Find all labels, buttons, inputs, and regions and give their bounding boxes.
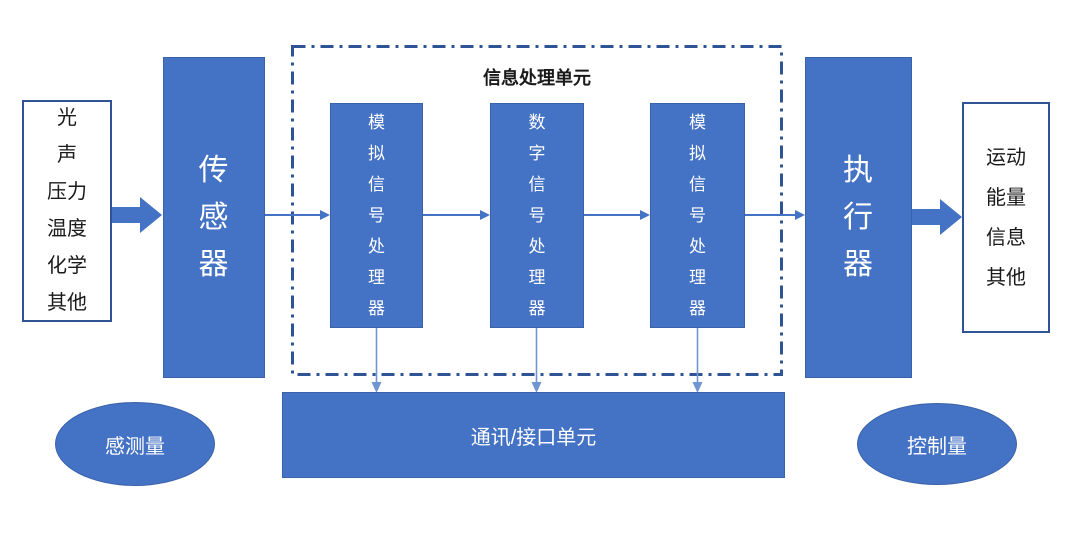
arrow-processor2-to-comm-icon — [530, 328, 543, 393]
communication-interface-box: 通讯/接口单元 — [282, 392, 785, 478]
arrow-processor1-to-comm-icon — [370, 328, 383, 393]
block-arrow-actuator-to-output-icon — [912, 197, 962, 237]
sensed-quantity-ellipse: 感测量 — [55, 402, 215, 486]
processing-unit-title: 信息处理单元 — [483, 68, 591, 88]
block-arrow-input-to-sensor-icon — [112, 195, 162, 235]
digital-signal-processor-box: 数 字 信 号 处 理 器 — [490, 103, 584, 328]
arrow-processor3-to-actuator-icon — [745, 209, 805, 221]
arrow-processor1-to-processor2-icon — [423, 209, 490, 221]
arrow-sensor-to-processor1-icon — [265, 209, 330, 221]
analog-signal-processor-1-box: 模 拟 信 号 处 理 器 — [330, 103, 423, 328]
actuator-box: 执 行 器 — [805, 57, 912, 378]
control-quantity-ellipse: 控制量 — [857, 403, 1017, 485]
arrow-processor3-to-comm-icon — [691, 328, 704, 393]
sensor-box: 传 感 器 — [163, 57, 265, 378]
analog-signal-processor-2-box: 模 拟 信 号 处 理 器 — [650, 103, 745, 328]
processing-unit-border — [291, 45, 783, 376]
input-quantities-box: 光 声 压力 温度 化学 其他 — [22, 100, 112, 322]
arrow-processor2-to-processor3-icon — [584, 209, 650, 221]
output-quantities-box: 运动 能量 信息 其他 — [962, 102, 1050, 333]
